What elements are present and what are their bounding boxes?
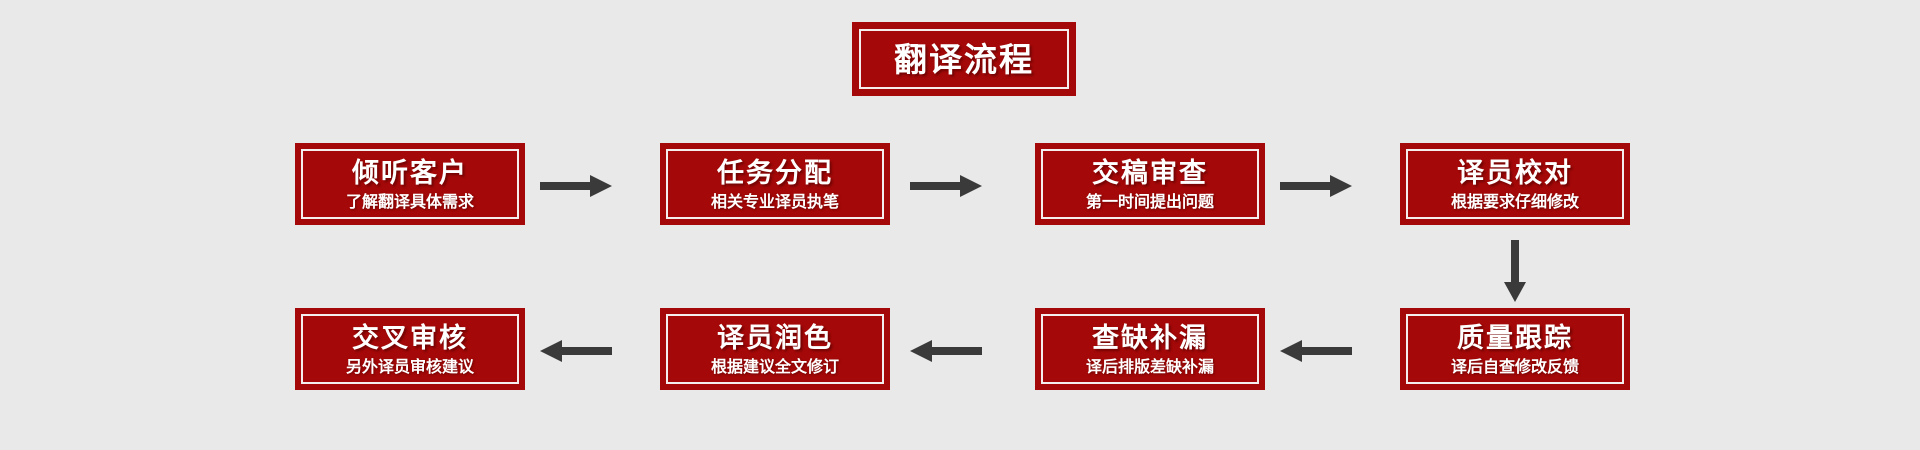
step-7-subtitle: 根据建议全文修订: [710, 357, 839, 377]
process-step-5[interactable]: 质量跟踪 译后自查修改反馈: [1400, 308, 1630, 390]
step-4-subtitle: 根据要求仔细修改: [1450, 192, 1579, 212]
arrow-step-1-to-2: [540, 173, 612, 199]
step-1-subtitle: 了解翻译具体需求: [345, 192, 474, 212]
arrow-step-6-to-7: [910, 338, 982, 364]
step-3-title: 交稿审查: [1092, 157, 1208, 189]
step-6-subtitle: 译后排版差缺补漏: [1085, 357, 1214, 377]
step-3-inner-border: 交稿审查 第一时间提出问题: [1041, 149, 1259, 219]
step-5-subtitle: 译后自查修改反馈: [1450, 357, 1579, 377]
title-inner-border: 翻译流程: [859, 29, 1069, 89]
process-step-1[interactable]: 倾听客户 了解翻译具体需求: [295, 143, 525, 225]
arrow-step-3-to-4: [1280, 173, 1352, 199]
arrow-step-7-to-8: [540, 338, 612, 364]
arrow-step-5-to-6: [1280, 338, 1352, 364]
process-step-2[interactable]: 任务分配 相关专业译员执笔: [660, 143, 890, 225]
step-4-title: 译员校对: [1457, 157, 1573, 189]
page-title: 翻译流程: [894, 39, 1034, 79]
process-step-8[interactable]: 交叉审核 另外译员审核建议: [295, 308, 525, 390]
step-4-inner-border: 译员校对 根据要求仔细修改: [1406, 149, 1624, 219]
step-2-subtitle: 相关专业译员执笔: [710, 192, 839, 212]
process-step-4[interactable]: 译员校对 根据要求仔细修改: [1400, 143, 1630, 225]
step-6-inner-border: 查缺补漏 译后排版差缺补漏: [1041, 314, 1259, 384]
process-step-3[interactable]: 交稿审查 第一时间提出问题: [1035, 143, 1265, 225]
step-5-title: 质量跟踪: [1457, 322, 1573, 354]
step-6-title: 查缺补漏: [1092, 322, 1208, 354]
step-8-subtitle: 另外译员审核建议: [345, 357, 474, 377]
step-7-title: 译员润色: [717, 322, 833, 354]
process-step-6[interactable]: 查缺补漏 译后排版差缺补漏: [1035, 308, 1265, 390]
step-5-inner-border: 质量跟踪 译后自查修改反馈: [1406, 314, 1624, 384]
step-3-subtitle: 第一时间提出问题: [1085, 192, 1214, 212]
flowchart-title-box: 翻译流程: [852, 22, 1076, 96]
step-1-inner-border: 倾听客户 了解翻译具体需求: [301, 149, 519, 219]
step-2-inner-border: 任务分配 相关专业译员执笔: [666, 149, 884, 219]
arrow-step-2-to-3: [910, 173, 982, 199]
step-7-inner-border: 译员润色 根据建议全文修订: [666, 314, 884, 384]
process-step-7[interactable]: 译员润色 根据建议全文修订: [660, 308, 890, 390]
step-8-inner-border: 交叉审核 另外译员审核建议: [301, 314, 519, 384]
step-8-title: 交叉审核: [352, 322, 468, 354]
step-2-title: 任务分配: [717, 157, 833, 189]
arrow-step-4-to-5: [1502, 240, 1528, 302]
step-1-title: 倾听客户: [352, 157, 468, 189]
